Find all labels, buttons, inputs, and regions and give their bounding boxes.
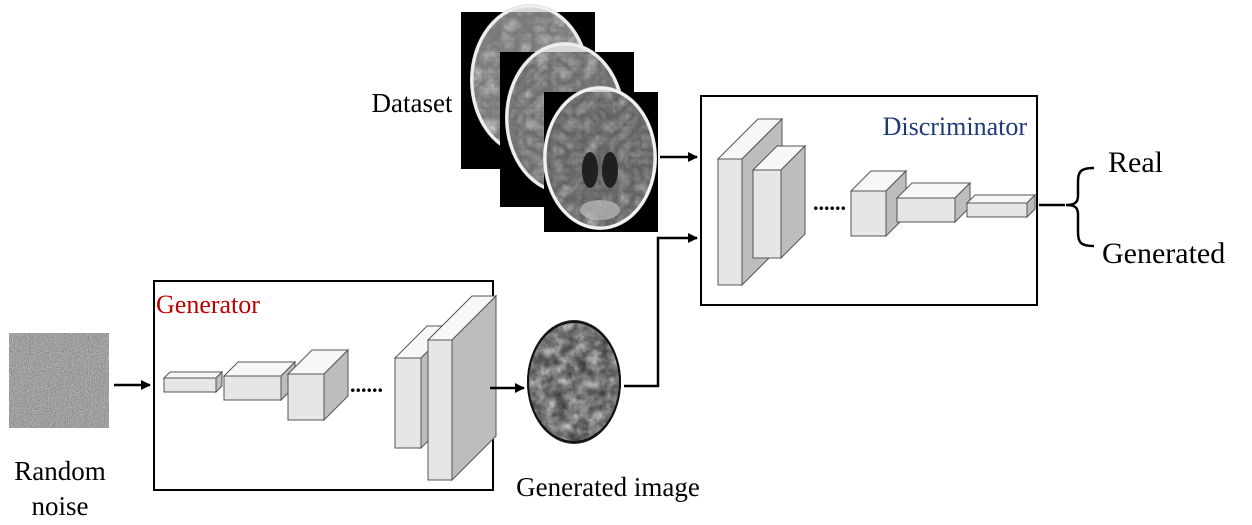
random-noise-label-line1: Random [14,456,106,486]
generator-layer-2 [222,360,297,402]
generator-label: Generator [156,290,260,319]
dataset-slice-3 [543,86,658,232]
dataset-label: Dataset [372,88,453,118]
arrow-image-to-discriminator [624,233,698,388]
generator-layer-3 [286,348,350,422]
discriminator-layer-2 [751,144,807,260]
random-noise-label-line2: noise [32,491,89,521]
random-noise-image [9,333,109,428]
generator-layer-1 [162,370,224,394]
generator-ellipsis: ...... [350,372,383,397]
discriminator-layer-4 [895,181,972,224]
generator-layer-5 [426,294,498,482]
discriminator-layer-5 [965,193,1037,219]
output-brace [1065,166,1095,248]
discriminator-layers [716,117,1037,287]
dataset-images [461,4,658,232]
generator-layers [162,294,498,482]
discriminator-ellipsis: ...... [813,190,846,215]
output-generated-label: Generated [1102,237,1225,270]
discriminator-label: Discriminator [883,112,1028,141]
generated-image [527,311,622,454]
output-real-label: Real [1108,146,1163,179]
generated-image-label: Generated image [516,472,700,502]
